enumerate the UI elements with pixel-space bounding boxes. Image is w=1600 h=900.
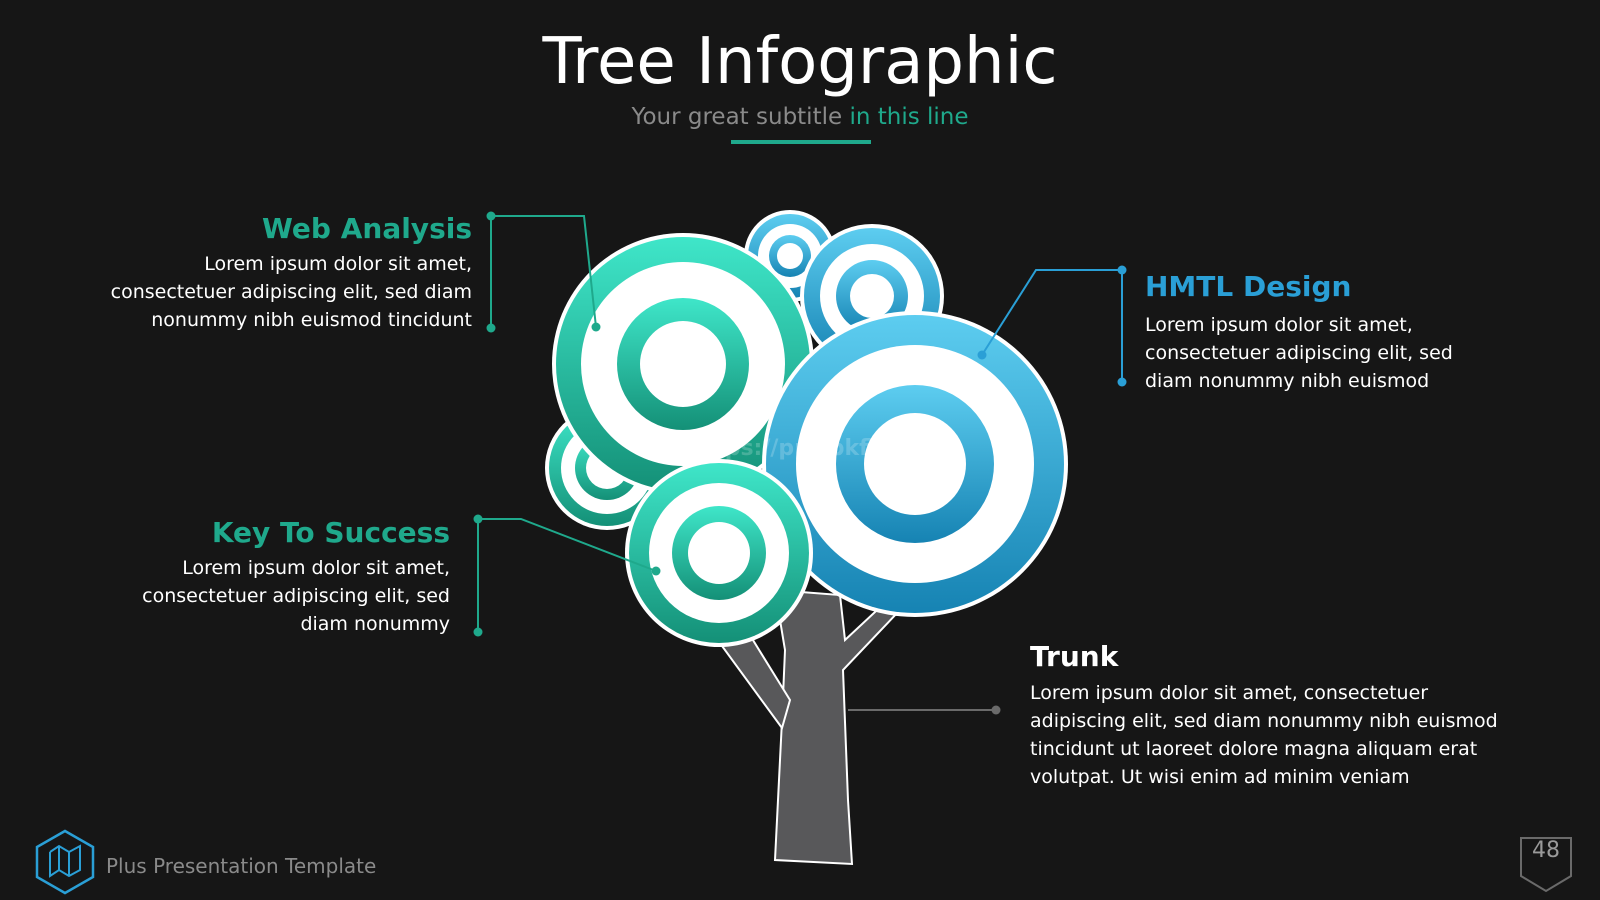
- page-title: Tree Infographic: [542, 25, 1058, 99]
- text-line: Lorem ipsum dolor sit amet, consectetuer: [1030, 682, 1429, 704]
- watermark: https://ppt.pkfl.de: [688, 436, 915, 461]
- title-underline: [731, 140, 871, 144]
- text-line: Lorem ipsum dolor sit amet,: [182, 557, 450, 579]
- html-design-heading: HMTL Design: [1145, 270, 1352, 303]
- page-number-shield: [1520, 837, 1572, 893]
- connector-html-design: [981, 269, 1123, 382]
- map-icon: [35, 829, 95, 895]
- connector-key-dot-top: [473, 514, 483, 524]
- text-line: volutpat. Ut wisi enim ad minim veniam: [1030, 766, 1410, 788]
- html-design-body: Lorem ipsum dolor sit amet, consectetuer…: [1145, 311, 1505, 395]
- front-teal-circle: [625, 459, 813, 647]
- connector-html-dot-bottom: [1117, 377, 1127, 387]
- connector-html-dot-end: [977, 350, 987, 360]
- subtitle-part-2: in this line: [849, 104, 969, 130]
- connector-web-analysis-dot-top: [486, 211, 496, 221]
- key-to-success-body: Lorem ipsum dolor sit amet, consectetuer…: [100, 554, 450, 638]
- connector-trunk-dot: [991, 705, 1001, 715]
- text-line: Lorem ipsum dolor sit amet,: [1145, 314, 1413, 336]
- key-to-success-heading: Key To Success: [211, 516, 450, 549]
- connector-web-analysis: [490, 215, 597, 328]
- text-line: consectetuer adipiscing elit, sed: [142, 585, 450, 607]
- text-line: consectetuer adipiscing elit, sed: [1145, 342, 1453, 364]
- text-line: diam nonummy nibh euismod: [1145, 370, 1430, 392]
- footer-label: Plus Presentation Template: [106, 854, 377, 878]
- big-teal-circle: [552, 233, 814, 495]
- trunk-body: Lorem ipsum dolor sit amet, consectetuer…: [1030, 679, 1570, 791]
- connector-key-to-success: [477, 518, 657, 632]
- connector-web-analysis-dot-bottom: [486, 323, 496, 333]
- tree-trunk: [773, 588, 902, 866]
- page-number: 48: [1532, 838, 1560, 863]
- connector-key-dot-bottom: [473, 627, 483, 637]
- page-subtitle: Your great subtitle in this line: [0, 102, 1600, 132]
- text-line: consectetuer adipiscing elit, sed diam: [110, 281, 472, 303]
- text-line: diam nonummy: [300, 613, 450, 635]
- text-line: adipiscing elit, sed diam nonummy nibh e…: [1030, 710, 1498, 732]
- text-line: Lorem ipsum dolor sit amet,: [204, 253, 472, 275]
- web-analysis-heading: Web Analysis: [262, 212, 472, 245]
- subtitle-part-1: Your great subtitle: [631, 104, 843, 130]
- text-line: nonummy nibh euismod tincidunt: [151, 309, 472, 331]
- tree-branch-left: [720, 630, 792, 731]
- big-blue-circle: [762, 311, 1068, 617]
- web-analysis-body: Lorem ipsum dolor sit amet, consectetuer…: [80, 250, 472, 334]
- text-line: tincidunt ut laoreet dolore magna aliqua…: [1030, 738, 1478, 760]
- connector-html-dot-top: [1117, 265, 1127, 275]
- trunk-heading: Trunk: [1030, 640, 1119, 673]
- connector-web-analysis-dot-end: [591, 322, 601, 332]
- connector-key-dot-end: [651, 566, 661, 576]
